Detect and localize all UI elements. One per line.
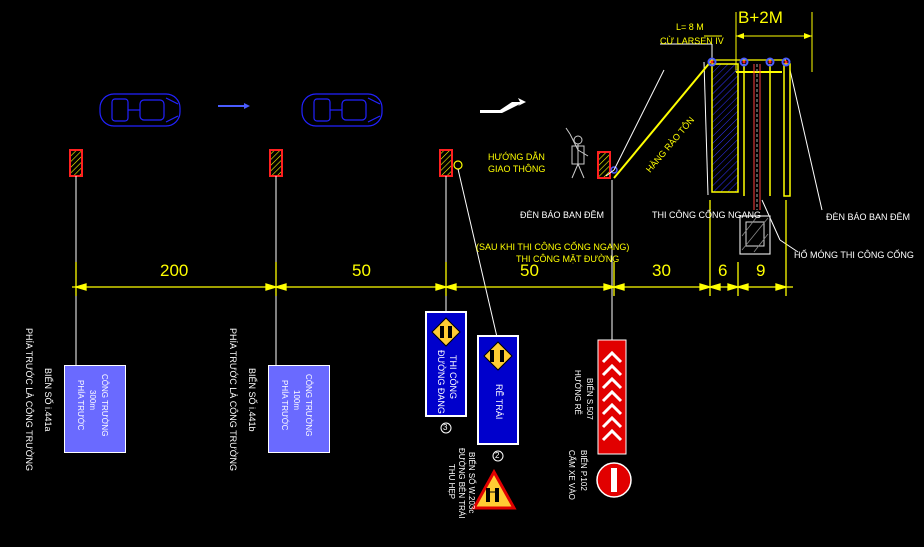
pit-label: HỐ MÓNG THI CÔNG CỐNG bbox=[794, 250, 914, 260]
w203-line1: BIỂN SỐ W.203c bbox=[467, 452, 476, 514]
barrier-icon-3 bbox=[439, 149, 453, 177]
dimension-line bbox=[72, 200, 793, 296]
night-light-right-label: ĐÈN BÁO BAN ĐÊM bbox=[826, 212, 911, 222]
sign-i441b-name: BIỂN SỐ i.441b bbox=[247, 368, 257, 432]
work-sign-line1: THI CÔNG bbox=[448, 355, 458, 399]
after-culvert-line2: THI CÔNG MẶT ĐƯỜNG bbox=[516, 254, 620, 264]
work-sign-line2: ĐƯỜNG ĐANG bbox=[436, 350, 446, 414]
dim-50b: 50 bbox=[520, 261, 539, 280]
turn-left-sign bbox=[477, 335, 519, 462]
night-light-icon bbox=[453, 160, 463, 170]
sign-i441b-line3: PHÍA TRƯỚC bbox=[280, 380, 289, 431]
barrier-icon-2 bbox=[269, 149, 283, 177]
dim-30: 30 bbox=[652, 261, 671, 280]
width-label: B+2M bbox=[738, 8, 783, 27]
turn-left-text: RẼ TRÁI bbox=[494, 384, 504, 420]
work-sign bbox=[425, 311, 467, 434]
guide-line1: HƯỚNG DẪN bbox=[488, 152, 545, 162]
fence bbox=[613, 12, 813, 179]
sign-i441b-ahead: PHÍA TRƯỚC LÀ CÔNG TRƯỜNG bbox=[228, 328, 238, 471]
sign-i441a: CÔNG TRƯỜNG 300m PHÍA TRƯỚC bbox=[64, 365, 126, 453]
work-sign-marker: 3 bbox=[443, 423, 448, 432]
dim-9: 9 bbox=[756, 261, 766, 280]
sign-i441a-ahead: PHÍA TRƯỚC LÀ CÔNG TRƯỜNG bbox=[24, 328, 34, 471]
guide-label: HƯỚNG DẪN GIAO THÔNG bbox=[488, 151, 545, 175]
dim-6: 6 bbox=[718, 261, 728, 280]
sign-i441a-name: BIỂN SỐ i.441a bbox=[43, 368, 53, 432]
no-entry-sign-icon bbox=[596, 462, 632, 498]
turn-left-marker: 2 bbox=[495, 451, 500, 460]
sign-i441b: CÔNG TRƯỜNG 100m PHÍA TRƯỚC bbox=[268, 365, 330, 453]
sign-i441a-line3: PHÍA TRƯỚC bbox=[76, 380, 85, 431]
guide-line2: GIAO THÔNG bbox=[488, 164, 546, 174]
w203-line2: ĐƯỜNG BÊN TRÁI bbox=[457, 448, 466, 519]
larsen-label: CỪ LARSEN IV bbox=[660, 36, 724, 46]
pit-icon bbox=[739, 215, 771, 255]
culvert-label: THI CÔNG CỐNG NGANG bbox=[652, 210, 762, 220]
p102-line2: CẤM XE VÀO bbox=[567, 450, 576, 500]
barrier-icon-1 bbox=[69, 149, 83, 177]
larsen-pile bbox=[711, 63, 791, 210]
night-light-left-label: ĐÈN BÁO BAN ĐÊM bbox=[520, 210, 605, 220]
sign-i441a-line2: 300m bbox=[88, 390, 97, 411]
dim-200: 200 bbox=[160, 261, 189, 280]
car-icon-1 bbox=[99, 93, 181, 127]
after-culvert-label: (SAU KHI THI CÔNG CỐNG NGANG) THI CÔNG M… bbox=[476, 241, 629, 265]
turn-arrow-icon bbox=[480, 98, 526, 113]
s507-line2: HƯỚNG RẼ bbox=[573, 370, 582, 415]
s507-line1: BIỂN S.507 bbox=[585, 378, 594, 420]
pile-head-dots bbox=[710, 60, 788, 64]
flagman-icon bbox=[565, 127, 589, 179]
chevron-sign-s507 bbox=[597, 339, 627, 455]
after-culvert-line1: (SAU KHI THI CÔNG CỐNG NGANG) bbox=[476, 242, 630, 252]
sign-i441a-line1: CÔNG TRƯỜNG bbox=[100, 374, 109, 437]
w203-line3: THU HẸP bbox=[447, 464, 456, 500]
sign-i441b-line1: CÔNG TRƯỜNG bbox=[304, 374, 313, 437]
barrier-icon-4 bbox=[597, 151, 611, 179]
pile-head-icons bbox=[707, 57, 791, 67]
car-icon-2 bbox=[301, 93, 383, 127]
dim-50a: 50 bbox=[352, 261, 371, 280]
sign-i441b-line2: 100m bbox=[292, 390, 301, 411]
p102-line1: BIỂN P.102 bbox=[579, 450, 588, 491]
flow-arrow-icon bbox=[218, 103, 250, 109]
l-label: L= 8 M bbox=[676, 22, 704, 32]
narrow-road-warning-icon bbox=[471, 468, 517, 510]
